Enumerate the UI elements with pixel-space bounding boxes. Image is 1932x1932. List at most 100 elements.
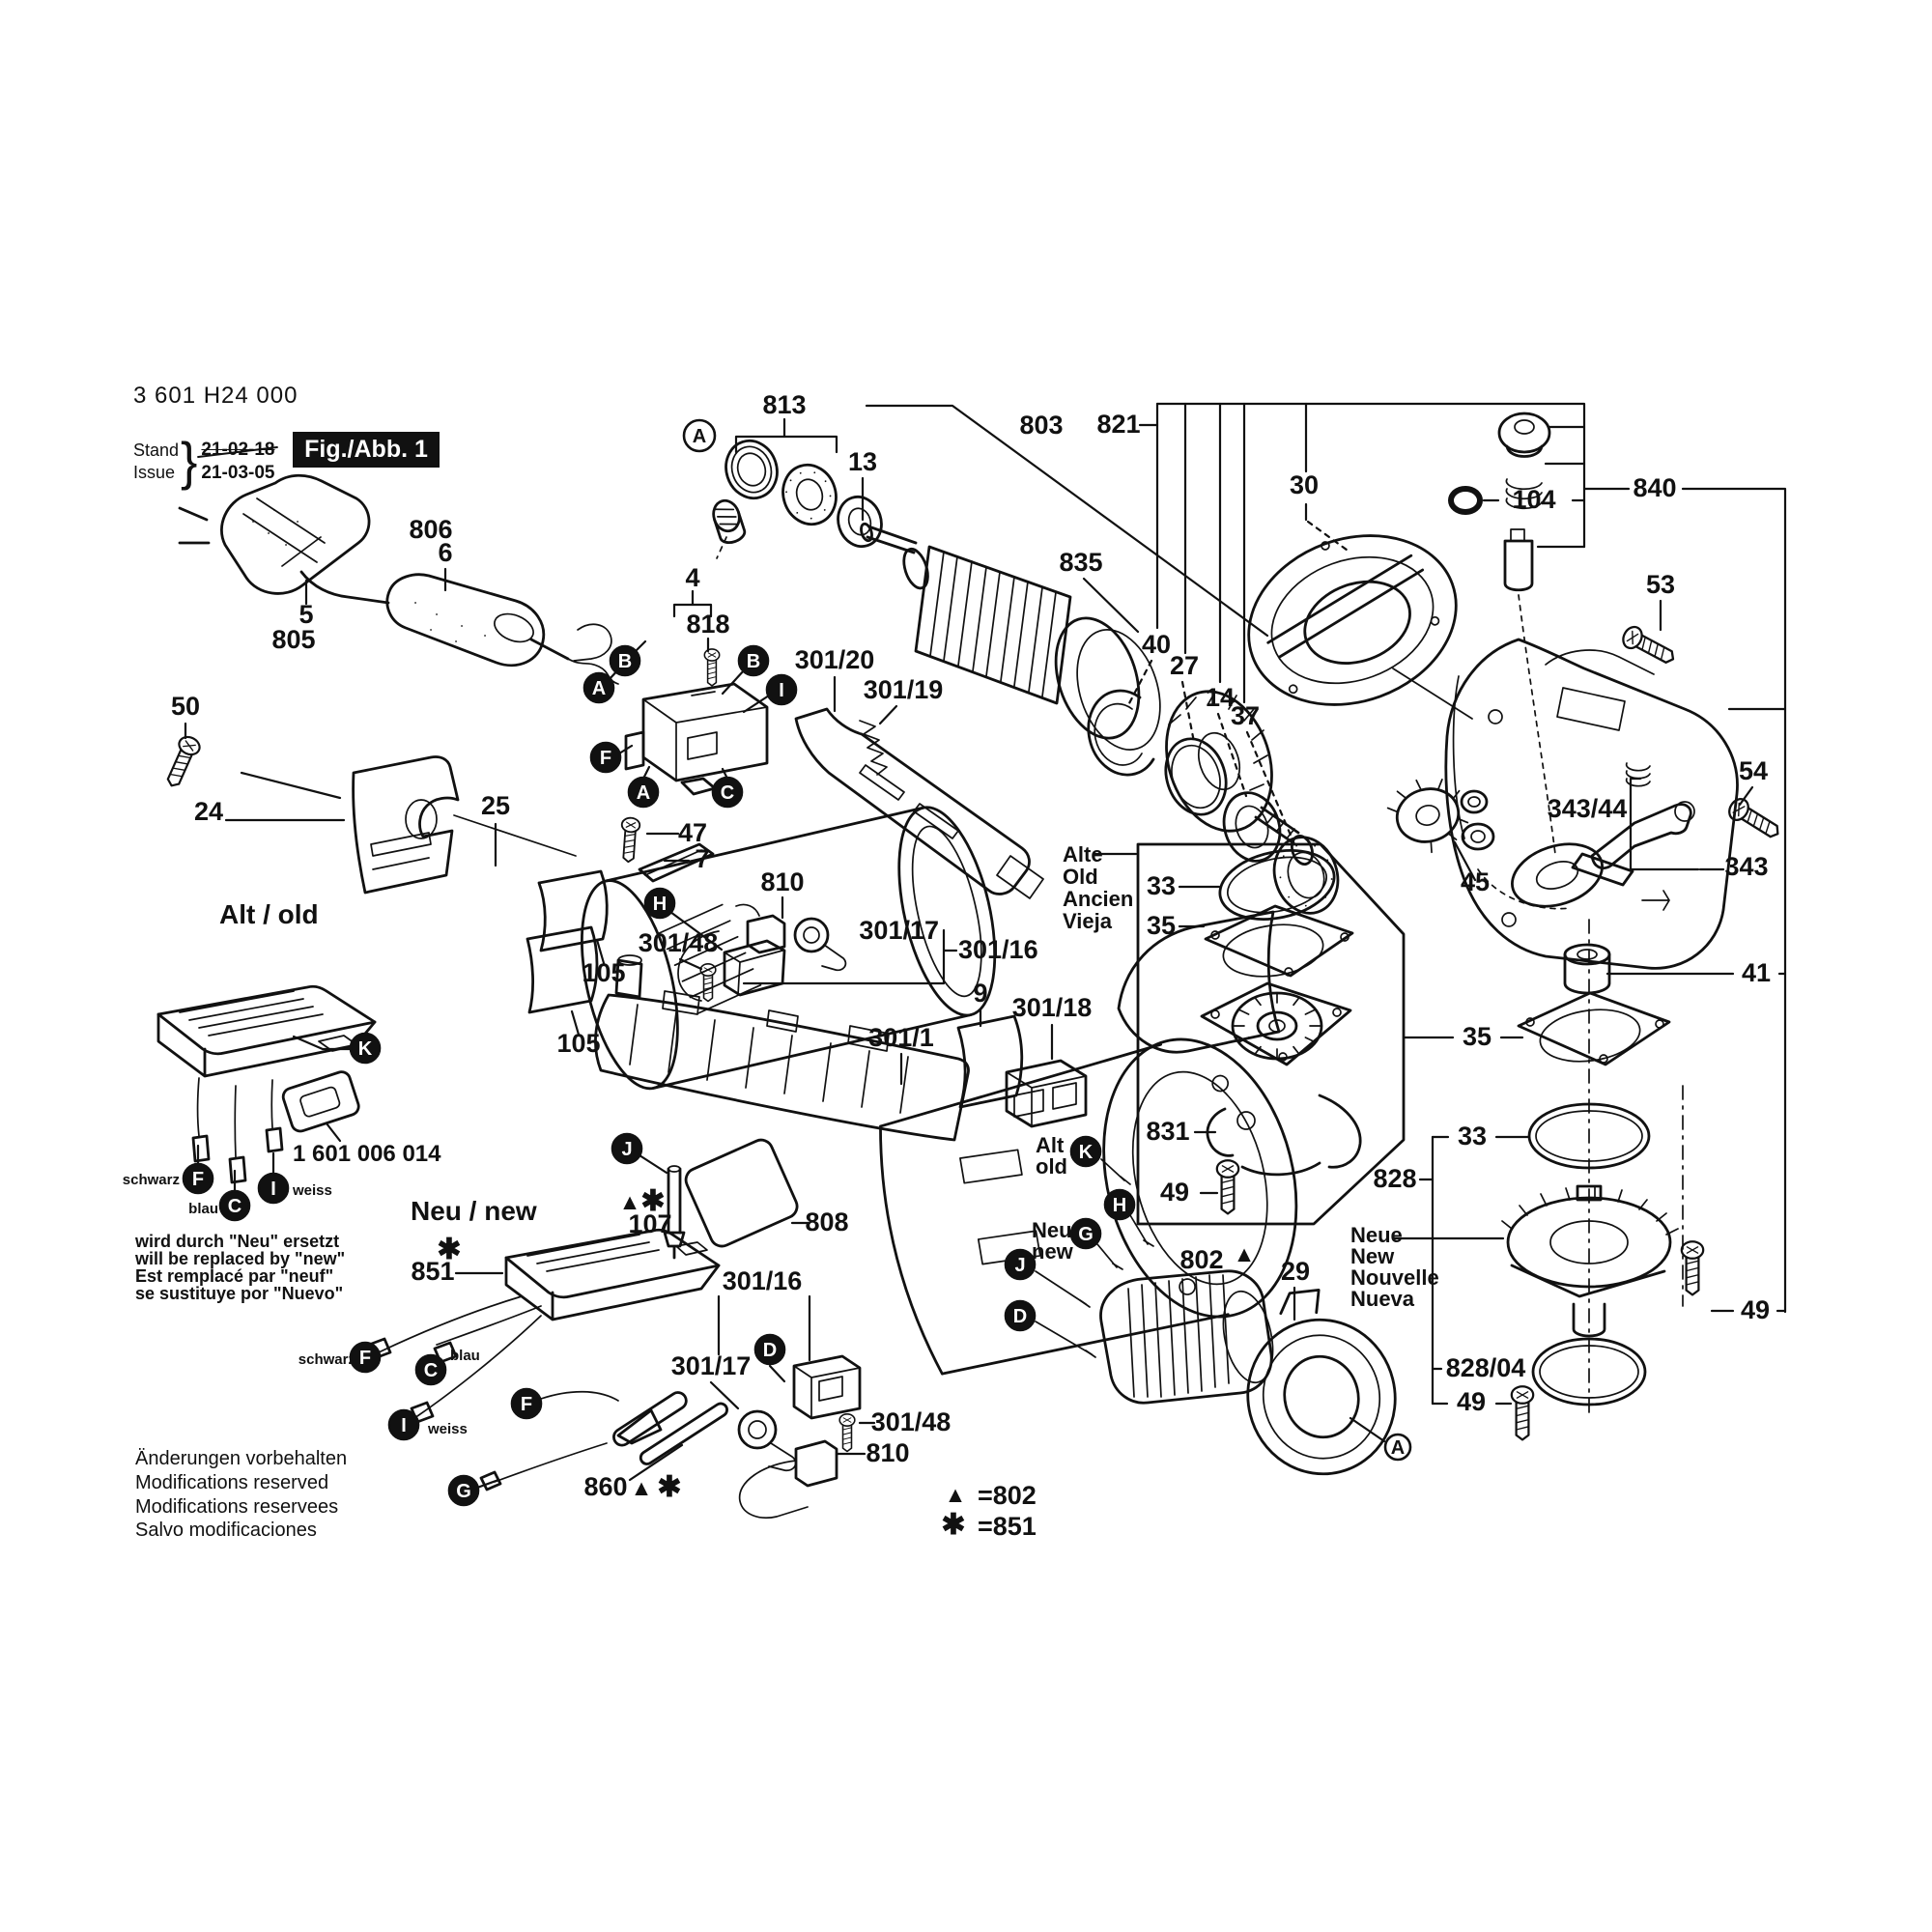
guard-plate-30-drawing [1247,534,1458,706]
replacement-en: will be replaced by "new" [134,1249,345,1268]
part-label-Ancien: Ancien [1063,887,1133,911]
callout-J: J [611,1132,643,1165]
part-label-1-601-006-014: 1 601 006 014 [293,1141,441,1167]
part-label-37: 37 [1231,701,1260,730]
part-label-301-16: 301/16 [723,1266,803,1295]
old-switch-module-drawing [156,984,377,1184]
slider-301-20-drawing [794,707,1044,899]
svg-text:F: F [600,748,611,769]
part-label-840: 840 [1633,473,1676,502]
part-label-13: 13 [848,447,877,476]
part-label-301-19: 301/19 [864,675,944,704]
part-label-9: 9 [973,979,987,1008]
part-label-6: 6 [438,538,452,567]
cover-sheet-drawing [1117,910,1281,1054]
new-heading: Neu / new [411,1196,537,1226]
part-label-301-48: 301/48 [871,1407,952,1436]
svg-text:A: A [693,426,706,447]
gear-housing-drawing [1444,622,1739,970]
part-label-105: 105 [556,1029,600,1058]
callout-F: F [510,1387,543,1420]
part-label-50: 50 [171,692,200,721]
asterisk-860: ✱ [657,1471,681,1503]
legend-triangle: ▲ [945,1482,967,1507]
issue-label: Issue [133,463,176,482]
insulation-sheets-105-drawing [526,869,609,1014]
svg-text:F: F [521,1394,532,1415]
part-label-35: 35 [1463,1022,1492,1051]
callout-C: C [711,776,744,809]
pinion-45-drawing [1386,779,1495,854]
part-label-818: 818 [686,610,729,639]
part-label-schwarz: schwarz [123,1172,180,1188]
part-label-New: New [1350,1244,1395,1268]
part-label-14: 14 [1206,683,1235,712]
part-label-803: 803 [1019,411,1063,440]
issue-block: Stand Issue } 21-02-18 21-03-05 [133,432,274,492]
brace-glyph: } [181,432,198,492]
part-label-27: 27 [1170,651,1199,680]
part-label-343-44: 343/44 [1548,794,1628,823]
field-coil-802-drawing [1035,1158,1274,1405]
part-label-blau: blau [188,1201,218,1217]
part-label-Alt: Alt [1036,1133,1065,1157]
cord-grommet-806-drawing [385,573,619,685]
svg-text:K: K [1079,1142,1094,1163]
clamp-24-drawing [240,755,577,895]
svg-text:J: J [621,1139,632,1160]
callout-I: I [257,1172,290,1205]
svg-text:F: F [359,1348,371,1369]
part-label-Alte: Alte [1063,842,1103,867]
part-label-301-17: 301/17 [671,1351,752,1380]
part-label-Nueva: Nueva [1350,1287,1415,1311]
part-label-Old: Old [1063,865,1098,889]
part-label-Neu: Neu [1032,1218,1072,1242]
part-label-45: 45 [1461,867,1490,896]
part-label-schwarz: schwarz [298,1351,355,1368]
svg-text:H: H [1113,1195,1126,1216]
part-label-301-16: 301/16 [958,935,1038,964]
svg-text:D: D [763,1340,777,1361]
triangle-107: ▲ [619,1189,641,1214]
callout-I: I [765,673,798,706]
callout-A: A [682,418,717,453]
part-label-35: 35 [1147,911,1176,940]
switch-assembly-4-drawing [624,648,769,796]
callout-C: C [218,1189,251,1222]
modifications-es: Salvo modificaciones [135,1520,317,1541]
svg-text:F: F [192,1169,204,1190]
figure-label: Fig./Abb. 1 [293,432,440,468]
old-version-box [1136,842,1406,1226]
guard-pointer-line [1392,668,1473,720]
asterisk-851: ✱ [437,1234,461,1265]
svg-text:G: G [456,1481,471,1502]
callout-A: A [627,776,660,809]
part-label-828: 828 [1373,1164,1416,1193]
svg-text:G: G [1078,1224,1094,1245]
part-label-weiss: weiss [427,1421,468,1437]
part-label-33: 33 [1147,871,1176,900]
part-label-828-04: 828/04 [1446,1353,1526,1382]
screw-50-drawing [160,732,204,791]
callout-G: G [447,1474,480,1507]
callout-F: F [349,1341,382,1374]
svg-text:C: C [721,782,734,804]
part-label-old: old [1036,1154,1067,1179]
part-label-33: 33 [1458,1122,1487,1151]
part-label-29: 29 [1281,1257,1310,1286]
svg-text:I: I [270,1179,276,1200]
part-label-blau: blau [450,1348,480,1364]
part-label-851: 851 [411,1257,454,1286]
triangle-860: ▲ [631,1475,653,1500]
new-switch-module-drawing [367,1165,728,1492]
part-label-806: 806 [409,515,452,544]
svg-text:B: B [747,651,760,672]
part-label-5: 5 [298,600,313,629]
legend-asterisk: ✱ [941,1509,965,1541]
modifications-de: Änderungen vorbehalten [135,1448,347,1469]
part-label-802: 802 [1179,1245,1223,1274]
replacement-es: se sustituye por "Nuevo" [135,1284,343,1303]
